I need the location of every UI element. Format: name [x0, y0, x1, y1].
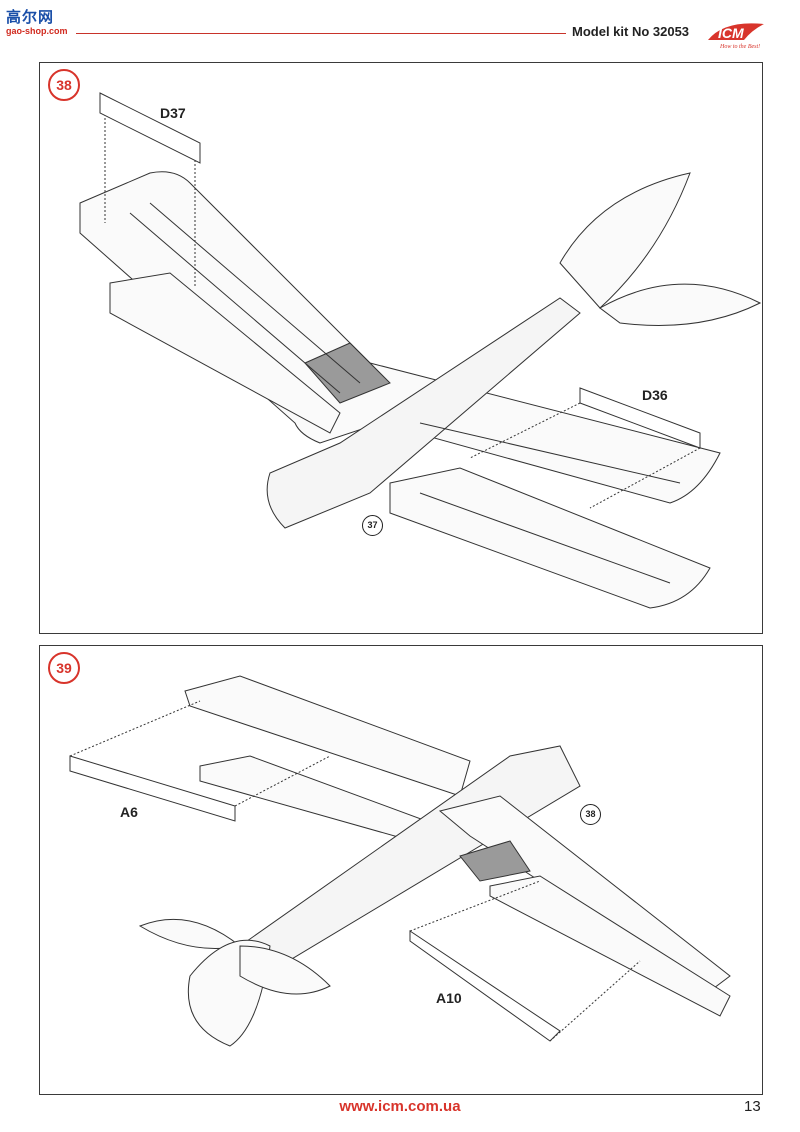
step-39-illustration	[69, 675, 731, 1047]
part-label-d36: D36	[642, 387, 668, 403]
step-38-panel: 38 D37 D36 37	[39, 62, 763, 634]
watermark-logo: 高尔网 gao-shop.com	[6, 6, 72, 40]
header-divider	[76, 33, 566, 34]
kit-number: Model kit No 32053	[572, 24, 690, 39]
step-39-panel: 39 A6 A10 38	[39, 645, 763, 1095]
page-number: 13	[744, 1098, 761, 1115]
reference-step-38: 38	[580, 804, 601, 825]
part-label-a10: A10	[436, 990, 462, 1006]
icm-logo: ICM How to the Best!	[704, 18, 770, 50]
step-38-illustration	[79, 92, 762, 609]
step-number-badge: 39	[48, 652, 80, 684]
reference-step-37: 37	[362, 515, 383, 536]
brand-name: ICM	[718, 25, 744, 41]
watermark-text: 高尔网	[6, 8, 55, 26]
part-label-a6: A6	[120, 804, 138, 820]
part-label-d37: D37	[160, 105, 186, 121]
watermark-site: gao-shop.com	[6, 26, 68, 36]
brand-tagline: How to the Best!	[719, 44, 760, 50]
step-number-badge: 38	[48, 69, 80, 101]
footer-website: www.icm.com.ua	[339, 1098, 461, 1115]
